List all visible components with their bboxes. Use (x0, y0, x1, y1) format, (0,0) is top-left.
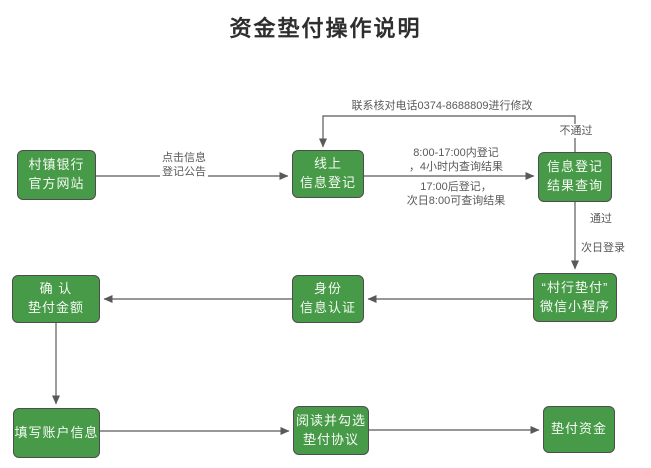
flow-node-confirm-advance-amount: 确 认 垫付金额 (12, 275, 100, 323)
flow-node-wechat-mini-program: “村行垫付” 微信小程序 (533, 273, 617, 322)
flow-node-identity-authentication: 身份 信息认证 (292, 275, 364, 323)
edge-label-register-within-hours: 8:00-17:00内登记 ，4小时内查询结果 (406, 146, 506, 174)
edge-label-register-after-hours: 17:00后登记， 次日8:00可查询结果 (404, 180, 508, 208)
edge-label-contact-phone-modify: 联系核对电话0374-8688809进行修改 (349, 99, 535, 113)
flow-node-read-check-agreement: 阅读并勾选 垫付协议 (293, 406, 369, 455)
flow-node-fill-account-info: 填写账户信息 (13, 408, 100, 458)
edge-label-click-info-announcement: 点击信息 登记公告 (160, 151, 208, 179)
flow-node-online-info-registration: 线上 信息登记 (292, 150, 364, 198)
flow-node-registration-result-query: 信息登记 结果查询 (538, 152, 612, 202)
page-title: 资金垫付操作说明 (229, 16, 422, 41)
flow-node-bank-official-website: 村镇银行 官方网站 (17, 150, 96, 200)
edge-label-passed: 通过 (588, 212, 614, 226)
edge-label-next-day-login: 次日登录 (579, 241, 627, 255)
flow-node-advance-funds: 垫付资金 (543, 406, 615, 453)
edge-label-not-passed: 不通过 (557, 124, 595, 138)
